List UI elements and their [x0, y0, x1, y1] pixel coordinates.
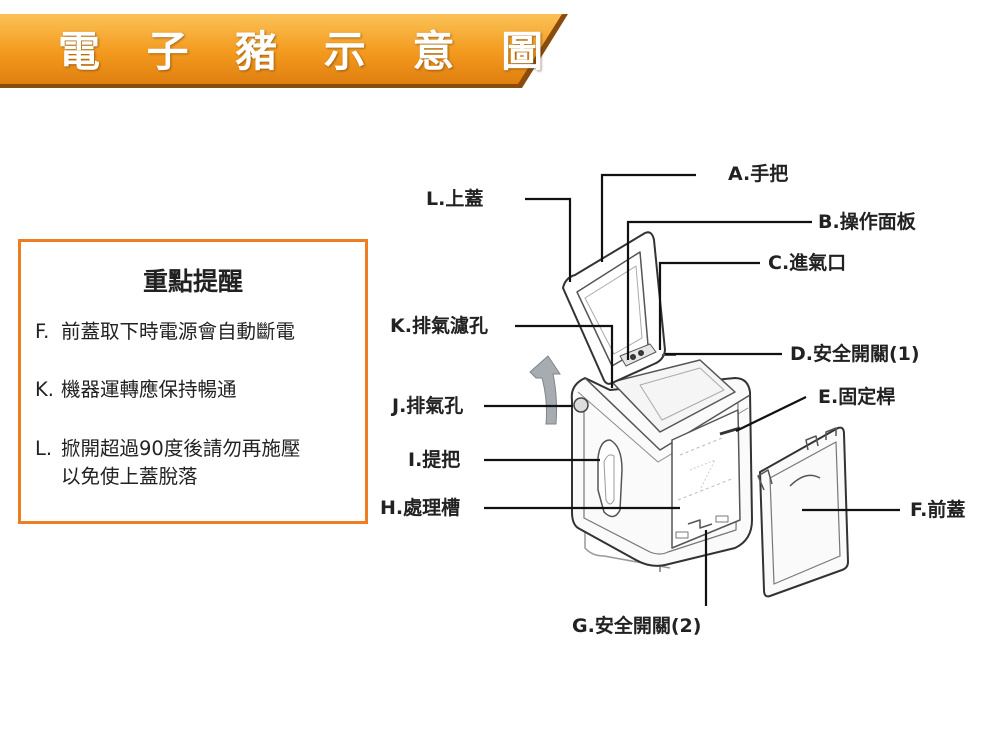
shredder-illustration	[562, 231, 849, 598]
label-a-handle: A.手把	[728, 163, 789, 185]
title-banner	[0, 14, 568, 88]
reminder-text: 掀開超過90度後請勿再施壓	[61, 437, 301, 460]
label-i-carry-handle: I.提把	[408, 449, 461, 471]
label-j-exhaust-hole: J.排氣孔	[392, 395, 464, 417]
key-reminder-box: 重點提醒 F. 前蓋取下時電源會自動斷電 K. 機器運轉應保持暢通 L. 掀開超過90…	[18, 239, 368, 524]
leader-line-k	[515, 324, 614, 388]
label-l-top-cover: L.上蓋	[426, 188, 484, 210]
page-title: 電 子 豬 示 意 圖	[58, 27, 560, 76]
lid-open-arrow	[529, 355, 561, 425]
reminder-continuation: 以免使上蓋脫落	[61, 465, 198, 488]
label-k-exhaust-filter: K.排氣濾孔	[390, 315, 488, 337]
leader-line-l	[525, 197, 572, 282]
leader-line-b	[626, 220, 812, 360]
reminder-text: 機器運轉應保持暢通	[61, 378, 237, 401]
reminder-code: L.	[35, 437, 53, 460]
reminder-item-l: L. 掀開超過90度後請勿再施壓 以免使上蓋脫落	[35, 435, 365, 491]
label-b-control-panel: B.操作面板	[818, 211, 916, 233]
label-d-safety-switch-1: D.安全開關(1)	[790, 343, 920, 365]
reminder-code: K.	[35, 378, 54, 401]
reminder-code: F.	[35, 320, 50, 343]
reminder-text: 前蓋取下時電源會自動斷電	[61, 320, 296, 343]
label-g-safety-switch-2: G.安全開關(2)	[572, 615, 702, 637]
reminder-title: 重點提醒	[142, 267, 243, 296]
label-f-front-cover: F.前蓋	[910, 499, 966, 521]
leader-lines	[484, 173, 900, 606]
leader-line-c	[658, 261, 760, 350]
leader-line-a	[600, 173, 696, 262]
reminder-item-f: F. 前蓋取下時電源會自動斷電	[35, 318, 365, 346]
label-h-processing-tank: H.處理槽	[380, 497, 461, 519]
leader-line-e	[735, 396, 807, 432]
label-e-fixing-rod: E.固定桿	[818, 386, 896, 408]
label-c-air-inlet: C.進氣口	[768, 252, 847, 274]
reminder-item-k: K. 機器運轉應保持暢通	[35, 376, 365, 404]
